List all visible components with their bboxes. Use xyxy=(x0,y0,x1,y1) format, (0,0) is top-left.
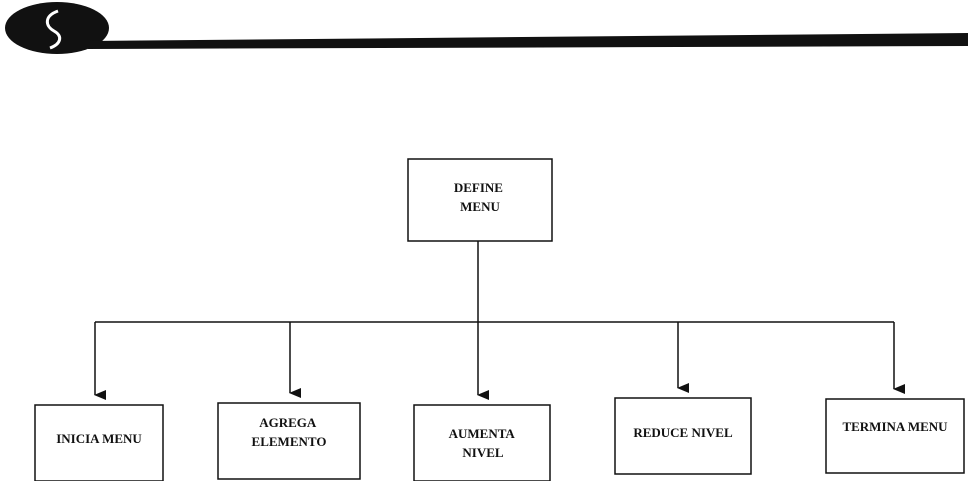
child-node-box-inicia-menu xyxy=(34,404,164,481)
child-node-label-aumenta-nivel-line-2: NIVEL xyxy=(462,445,504,460)
child-node-label-aumenta-nivel: AUMENTA NIVEL xyxy=(449,426,518,460)
child-node-label-inicia-menu-line-1: INICIA MENU xyxy=(56,431,142,446)
root-node-label-line-2: MENU xyxy=(460,199,500,214)
root-node-box xyxy=(407,158,553,242)
child-node-label-reduce-nivel-line-1: REDUCE NIVEL xyxy=(633,425,733,440)
child-node-label-inicia-menu: INICIA MENU xyxy=(56,431,142,446)
child-node-label-reduce-nivel: REDUCE NIVEL xyxy=(633,425,733,440)
child-node-box-agrega-elemento xyxy=(217,402,361,480)
s-curve-logo-icon xyxy=(5,2,109,54)
child-node-label-agrega-elemento-line-2: ELEMENTO xyxy=(252,434,327,449)
child-node-label-termina-menu-line-1: TERMINA MENU xyxy=(842,419,948,434)
child-node-label-termina-menu: TERMINA MENU xyxy=(842,419,948,434)
child-node-label-agrega-elemento-line-1: AGREGA xyxy=(259,415,317,430)
child-node-box-reduce-nivel xyxy=(614,397,752,475)
child-node-label-agrega-elemento: AGREGA ELEMENTO xyxy=(252,415,327,449)
root-node-label-line-1: DEFINE xyxy=(454,180,503,195)
header-rule xyxy=(88,33,968,49)
child-node-label-aumenta-nivel-line-1: AUMENTA xyxy=(449,426,516,441)
child-node-box-termina-menu xyxy=(825,398,965,474)
root-node-label: DEFINE MENU xyxy=(454,180,506,214)
child-node-box-aumenta-nivel xyxy=(413,404,551,481)
